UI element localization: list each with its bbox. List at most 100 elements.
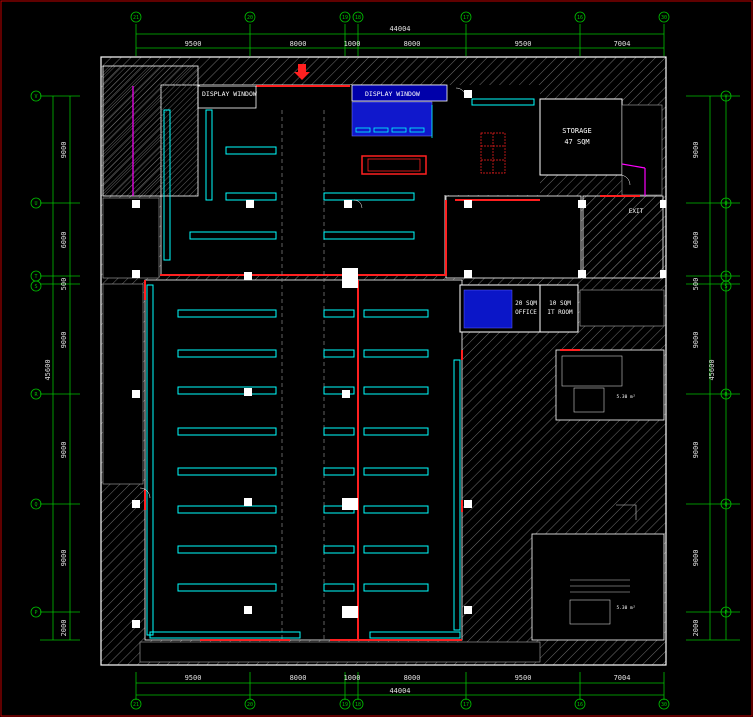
grid-row-5-left: R: [34, 392, 38, 398]
grid-row-7-left: P: [34, 610, 37, 616]
stair-lines: [561, 355, 637, 625]
grid-col-5-top: 17: [463, 15, 469, 21]
exit-label: EXIT: [629, 208, 644, 215]
grid-col-5-bottom: 17: [463, 702, 469, 708]
grid-row-2-right: U: [724, 201, 727, 207]
top-dim-3: 1000: [344, 40, 361, 48]
right-total-dim: 45600: [708, 359, 716, 380]
left-service-rooms: [102, 283, 144, 485]
entrance-arrow-icon: [294, 64, 310, 80]
display-fixtures: [351, 101, 433, 137]
grid-row-1-right: V: [724, 94, 727, 100]
building: [100, 56, 667, 666]
red-grid-display: [480, 132, 506, 174]
office-area-label: 20 SQM: [515, 300, 537, 307]
left-dim-3: 500: [60, 278, 68, 291]
left-dim-4: 9000: [60, 332, 68, 349]
stair-room-upper: [555, 349, 665, 421]
grid-row-5-right: R: [724, 392, 728, 398]
office-label: OFFICE: [515, 309, 537, 316]
back-room-b: [582, 195, 664, 279]
right-dim-5: 9000: [692, 442, 700, 459]
right-dim-3: 500: [692, 278, 700, 291]
grid-col-1-top: 21: [133, 15, 139, 21]
grid-labels: 21 20 19 18 17 16 30 21 20 19 18 17 16 3…: [34, 15, 728, 708]
dimension-lines: [40, 24, 740, 700]
room-labels: STORAGE 47 SQM 20 SQM OFFICE 10 SQM IT R…: [515, 127, 643, 611]
grid-row-7-right: P: [724, 610, 727, 616]
right-dim-1: 9000: [692, 142, 700, 159]
it-room-label: IT ROOM: [547, 309, 573, 316]
display-shelves: [355, 105, 433, 138]
left-dim-5: 9000: [60, 442, 68, 459]
corner-block: [102, 65, 199, 197]
left-total-dim: 45600: [44, 359, 52, 380]
bottom-dim-2: 8000: [290, 674, 307, 682]
grid-col-4-top: 18: [355, 15, 361, 21]
grid-row-1-left: V: [34, 94, 37, 100]
grid-col-3-bottom: 19: [342, 702, 348, 708]
door-swings: [139, 87, 631, 499]
checkout-counter: [361, 155, 427, 175]
grid-col-2-top: 20: [247, 15, 253, 21]
bottom-strip: [139, 641, 541, 663]
grid-row-2-left: U: [34, 201, 37, 207]
display-window-right-box: [351, 84, 448, 102]
grid-bubbles: [30, 11, 732, 710]
grid-col-4-bottom: 18: [355, 702, 361, 708]
left-dim-7: 2000: [60, 620, 68, 637]
left-dim-1: 9000: [60, 142, 68, 159]
bottom-dimension-text: 9500 8000 1000 8000 9500 7004 44004: [185, 674, 631, 695]
right-dim-7: 2000: [692, 620, 700, 637]
storage-area-label: 47 SQM: [564, 138, 589, 146]
top-dim-5: 9500: [515, 40, 532, 48]
grid-row-4-right: S: [724, 284, 727, 290]
right-dimension-text: 9000 6000 500 9000 9000 9000 2000 45600: [692, 142, 716, 637]
top-dim-2: 8000: [290, 40, 307, 48]
left-dim-2: 6000: [60, 232, 68, 249]
display-window-right-label: DISPLAY WINDOW: [365, 90, 420, 98]
office-furniture: [463, 289, 513, 329]
bottom-dim-6: 7004: [614, 674, 631, 682]
grid-row-3-right: T: [724, 274, 727, 280]
grid-col-3-top: 19: [342, 15, 348, 21]
bottom-dim-4: 8000: [404, 674, 421, 682]
top-dim-4: 8000: [404, 40, 421, 48]
storage-label: STORAGE: [562, 127, 592, 135]
top-total-dim: 44004: [389, 25, 410, 33]
grid-col-7-top: 30: [661, 15, 667, 21]
back-room-c: [621, 104, 663, 196]
red-partitions: [144, 85, 640, 641]
grid-col-6-bottom: 16: [577, 702, 583, 708]
storage-room: [539, 98, 623, 176]
grid-col-1-bottom: 21: [133, 702, 139, 708]
bottom-dim-3: 1000: [344, 674, 361, 682]
grid-col-6-top: 16: [577, 15, 583, 21]
stair-area-label-2: 5.30 m²: [617, 605, 636, 611]
display-window-left-label: DISPLAY WINDOW: [202, 90, 257, 98]
right-dim-2: 6000: [692, 232, 700, 249]
bottom-dim-5: 9500: [515, 674, 532, 682]
right-dim-4: 9000: [692, 332, 700, 349]
top-dim-1: 9500: [185, 40, 202, 48]
back-room-a: [445, 195, 582, 279]
top-dimension-text: 44004 9500 8000 1000 8000 9500 7004: [185, 25, 631, 48]
left-dim-6: 9000: [60, 550, 68, 567]
display-window-left-box: [197, 85, 257, 109]
sales-floor-entrance: [200, 85, 540, 195]
grid-row-6-left: Q: [34, 502, 37, 508]
grid-row-6-right: Q: [724, 502, 727, 508]
left-service-strip: [102, 197, 160, 279]
top-dim-6: 7004: [614, 40, 631, 48]
grid-col-2-bottom: 20: [247, 702, 253, 708]
right-dim-6: 9000: [692, 550, 700, 567]
it-room-area-label: 10 SQM: [549, 300, 571, 307]
grid-row-3-left: T: [34, 274, 37, 280]
checkout-counter-inner: [367, 158, 421, 172]
bottom-dim-1: 9500: [185, 674, 202, 682]
shelving-units: [146, 98, 535, 639]
grid-col-7-bottom: 30: [661, 702, 667, 708]
